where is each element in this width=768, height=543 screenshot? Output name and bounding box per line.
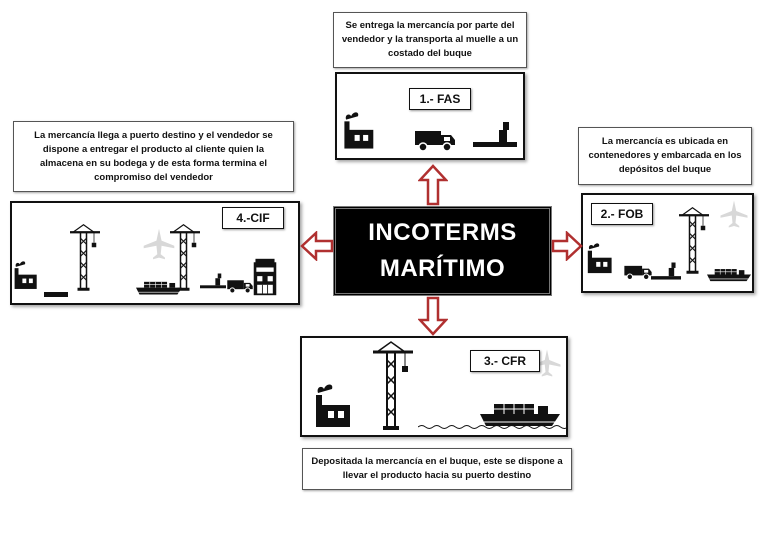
fob-panel: 2.- FOB bbox=[581, 193, 754, 293]
fas-description-note: Se entrega la mercancía por parte del ve… bbox=[333, 12, 527, 68]
cif-description-text: La mercancía llega a puerto destino y el… bbox=[34, 129, 273, 183]
cfr-panel: 3.- CFR bbox=[300, 336, 568, 437]
incoterms-title-box: INCOTERMS MARÍTIMO bbox=[333, 206, 552, 296]
fob-label-box: 2.- FOB bbox=[591, 203, 653, 225]
dock-cargo-icon bbox=[200, 273, 226, 289]
airplane-icon bbox=[720, 200, 748, 228]
factory-icon bbox=[344, 112, 374, 149]
cif-panel: 4.-CIF bbox=[10, 201, 300, 305]
fas-panel: 1.- FAS bbox=[335, 72, 525, 160]
arrow-left bbox=[300, 231, 334, 261]
cfr-description-text: Depositada la mercancía en el buque, est… bbox=[311, 456, 563, 481]
cif-description-note: La mercancía llega a puerto destino y el… bbox=[13, 121, 294, 192]
cargo-ship-icon bbox=[136, 281, 182, 295]
fas-description-text: Se entrega la mercancía por parte del ve… bbox=[341, 20, 519, 59]
truck-icon bbox=[226, 279, 254, 294]
cfr-description-note: Depositada la mercancía en el buque, est… bbox=[302, 448, 572, 490]
title-line-1: INCOTERMS bbox=[368, 219, 517, 246]
crane-icon bbox=[70, 223, 100, 293]
cif-label: 4.-CIF bbox=[236, 211, 270, 225]
cfr-label: 3.- CFR bbox=[484, 354, 526, 368]
crane-icon bbox=[679, 206, 709, 276]
warehouse-icon bbox=[253, 258, 277, 296]
fob-label: 2.- FOB bbox=[600, 207, 644, 221]
cargo-ship-icon bbox=[707, 268, 751, 282]
title-line-2: MARÍTIMO bbox=[379, 255, 506, 282]
crane-icon bbox=[373, 342, 413, 430]
cif-label-box: 4.-CIF bbox=[222, 207, 284, 229]
dock-cargo-icon bbox=[651, 262, 681, 280]
truck-icon bbox=[414, 130, 456, 152]
fas-illustration bbox=[344, 112, 517, 152]
factory-icon bbox=[316, 384, 350, 427]
airplane-icon bbox=[143, 228, 175, 260]
cfr-label-box: 3.- CFR bbox=[470, 350, 540, 372]
arrow-down bbox=[418, 296, 448, 336]
fas-label-box: 1.- FAS bbox=[409, 88, 471, 110]
fob-description-note: La mercancía es ubicada en contenedores … bbox=[578, 127, 752, 185]
fas-label: 1.- FAS bbox=[419, 92, 461, 106]
dock-cargo-icon bbox=[473, 122, 517, 147]
factory-icon bbox=[14, 261, 37, 289]
factory-icon bbox=[587, 243, 612, 274]
arrow-right bbox=[551, 231, 583, 261]
fob-description-text: La mercancía es ubicada en contenedores … bbox=[588, 136, 742, 175]
truck-icon bbox=[623, 265, 653, 281]
arrow-up bbox=[418, 164, 448, 206]
cif-illustration bbox=[14, 223, 277, 297]
crane-icon bbox=[170, 223, 200, 293]
cargo-ship-icon bbox=[480, 403, 560, 427]
